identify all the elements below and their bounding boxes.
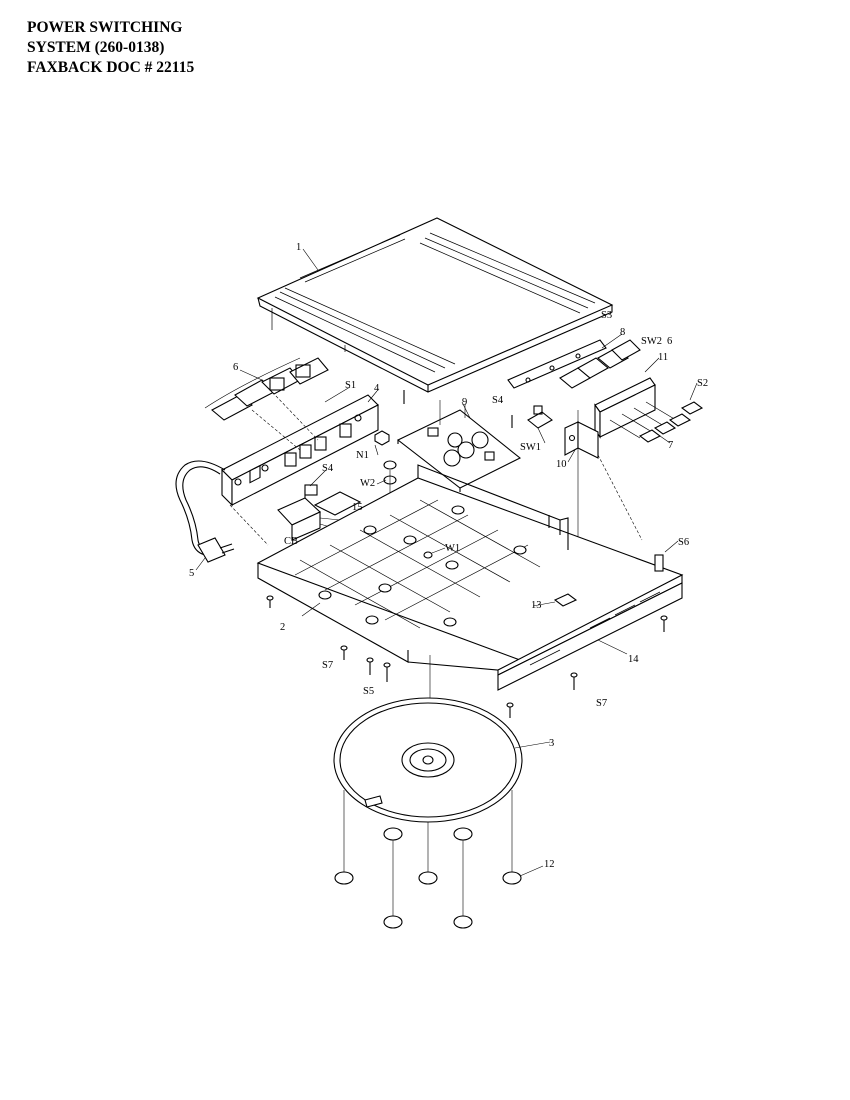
- callout-s6: S6: [678, 537, 689, 548]
- callout-s3: S3: [601, 310, 612, 321]
- callout-10: 10: [556, 459, 567, 470]
- callout-w2: W2: [360, 478, 375, 489]
- callout-3: 3: [549, 738, 554, 749]
- part-15: [313, 491, 362, 516]
- callout-s1: S1: [345, 380, 356, 391]
- header-line-3: FAXBACK DOC # 22115: [27, 59, 195, 76]
- callout-11: 11: [658, 352, 668, 363]
- callout-sw2: SW2: [641, 336, 662, 347]
- callout-w1: W1: [445, 543, 460, 554]
- bracket-10: [564, 410, 599, 610]
- callout-labels: 1 2 3 4 5 6 6 7 8 9 10 11 12 13 14 15 S1…: [189, 242, 708, 870]
- circuit-board: [396, 400, 522, 492]
- callout-8: 8: [620, 327, 625, 338]
- header-line-1: POWER SWITCHING: [27, 19, 183, 36]
- chassis-base: [229, 454, 684, 691]
- switch-sw1: [527, 405, 553, 429]
- callout-n1: N1: [356, 450, 369, 461]
- callout-6a: 6: [233, 362, 238, 373]
- callout-9: 9: [462, 397, 467, 408]
- callout-1: 1: [296, 242, 301, 253]
- callout-cb: CB: [284, 536, 298, 547]
- callout-sw1: SW1: [520, 442, 541, 453]
- front-panel: [221, 394, 379, 507]
- callout-6b: 6: [667, 336, 672, 347]
- header-line-2: SYSTEM (260-0138): [27, 39, 165, 56]
- callout-7: 7: [668, 440, 673, 451]
- callout-s7b: S7: [596, 698, 607, 709]
- leader-lines: [195, 248, 698, 877]
- callout-s5: S5: [363, 686, 374, 697]
- callout-12: 12: [544, 859, 555, 870]
- callout-4: 4: [374, 383, 380, 394]
- callout-s7a: S7: [322, 660, 333, 671]
- rubber-feet: [334, 790, 522, 929]
- callout-15: 15: [352, 502, 363, 513]
- screws: [266, 390, 668, 760]
- part-s4-block: [304, 484, 318, 496]
- callout-2: 2: [280, 622, 285, 633]
- callout-5: 5: [189, 568, 194, 579]
- callout-s2: S2: [697, 378, 708, 389]
- callout-14: 14: [628, 654, 639, 665]
- callout-13: 13: [531, 600, 542, 611]
- jack-assembly: [204, 357, 329, 451]
- turntable-disc: [333, 697, 523, 823]
- callout-s4a: S4: [492, 395, 504, 406]
- top-cover: [256, 217, 614, 393]
- document-header: POWER SWITCHING SYSTEM (260-0138) FAXBAC…: [27, 18, 194, 78]
- nut-washer-hardware: [374, 430, 397, 520]
- power-cord: [175, 460, 235, 563]
- mounting-bracket: [507, 339, 607, 389]
- switch-assembly: [559, 339, 704, 443]
- callout-s4b: S4: [322, 463, 334, 474]
